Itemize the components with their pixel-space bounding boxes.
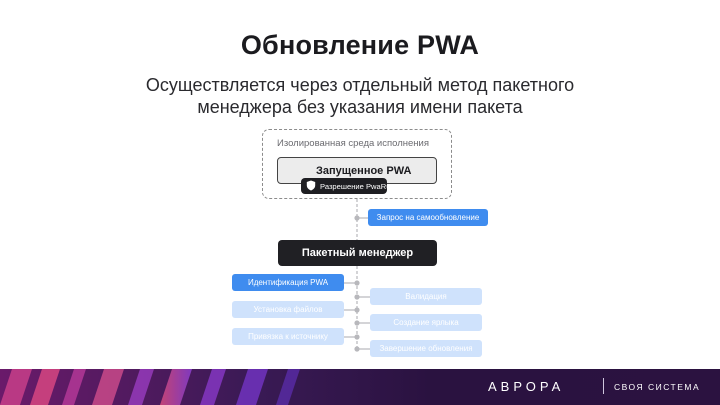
- connector-node: [354, 294, 360, 300]
- connector-node: [354, 346, 360, 352]
- self-update-request-label: Запрос на самообновление: [376, 213, 480, 222]
- step-label: Валидация: [405, 292, 447, 301]
- connector-node: [354, 334, 360, 340]
- connector-node: [354, 320, 360, 326]
- brand-divider: [603, 378, 604, 394]
- footer-bar: [0, 369, 720, 405]
- step-label: Идентификация PWA: [247, 278, 329, 287]
- step-label: Завершение обновления: [379, 344, 473, 353]
- self-update-request: Запрос на самообновление: [368, 209, 488, 226]
- connector-node: [354, 307, 360, 313]
- subtitle-line-1: Осуществляется через отдельный метод пак…: [145, 75, 575, 95]
- running-pwa-label: Запущенное PWA: [316, 164, 412, 177]
- connector-node: [354, 280, 360, 286]
- decorative-stripes: [0, 369, 300, 405]
- package-manager-box: Пакетный менеджер: [278, 240, 437, 266]
- step-validation: Валидация: [370, 288, 482, 305]
- step-label: Создание ярлыка: [393, 318, 459, 327]
- step-label: Установка файлов: [253, 305, 323, 314]
- step-identification: Идентификация PWA: [232, 274, 344, 291]
- brand-tagline: СВОЯ СИСТЕМА: [614, 382, 701, 392]
- step-create-shortcut: Создание ярлыка: [370, 314, 482, 331]
- permission-label: Разрешение PwaRunner: [320, 181, 406, 191]
- step-bind-source: Привязка к источнику: [232, 328, 344, 345]
- step-install-files: Установка файлов: [232, 301, 344, 318]
- step-finish-update: Завершение обновления: [370, 340, 482, 357]
- slide-subtitle: Осуществляется через отдельный метод пак…: [60, 74, 660, 118]
- step-label: Привязка к источнику: [248, 332, 328, 341]
- connector-node: [354, 215, 360, 221]
- slide-title: Обновление PWA: [240, 30, 480, 60]
- package-manager-label: Пакетный менеджер: [301, 247, 414, 259]
- sandbox-label: Изолированная среда исполнения: [277, 138, 429, 149]
- permission-badge: Разрешение PwaRunner: [301, 178, 406, 194]
- sandbox-container: Изолированная среда исполнения: [262, 129, 452, 199]
- shield-icon: [306, 180, 316, 192]
- subtitle-line-2: менеджера без указания имени пакета: [197, 97, 523, 117]
- brand-logo: АВРОРА: [488, 379, 565, 394]
